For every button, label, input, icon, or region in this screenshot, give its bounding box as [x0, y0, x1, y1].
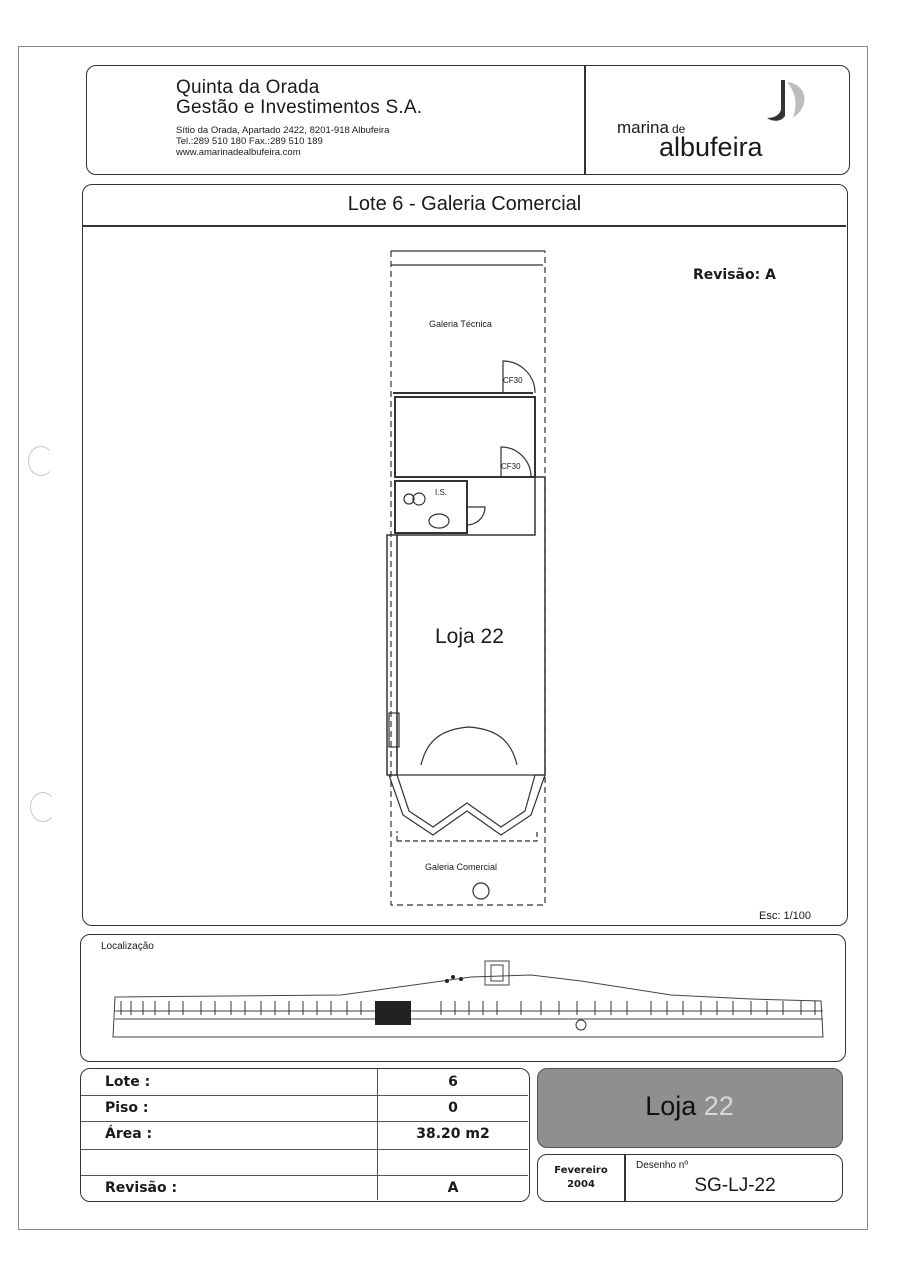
info-label-revisao: Revisão : [105, 1180, 178, 1196]
cf30-top-label: CF30 [503, 376, 523, 385]
loja-label: Loja 22 [435, 625, 504, 648]
plan-box: Lote 6 - Galeria Comercial Revisão: A Es… [82, 184, 848, 926]
company-name-line1: Quinta da Orada [176, 77, 320, 98]
header-box: Quinta da Orada Gestão e Investimentos S… [86, 65, 850, 175]
drawing-number-label: Desenho nº [636, 1160, 689, 1171]
company-name-line2: Gestão e Investimentos S.A. [176, 97, 423, 118]
info-label-piso: Piso : [105, 1100, 149, 1116]
info-table: Lote : 6 Piso : 0 Área : 38.20 m2 Revisã… [80, 1068, 530, 1202]
is-label: I.S. [435, 488, 447, 497]
galeria-tecnica-label: Galeria Técnica [429, 319, 492, 329]
date-month: Fevereiro [554, 1165, 608, 1176]
info-value-revisao: A [447, 1180, 459, 1196]
location-map [112, 960, 824, 1038]
info-table-row-line [81, 1149, 528, 1150]
scale-label: Esc: 1/100 [759, 910, 811, 922]
drawing-info-divider [624, 1155, 626, 1201]
plan-title-divider [83, 225, 846, 227]
store-panel: Loja 22 [537, 1068, 843, 1148]
info-table-row-line [81, 1175, 528, 1176]
store-panel-title: Loja 22 [645, 1091, 734, 1121]
page-border [18, 46, 868, 1230]
drawing-number-code: SG-LJ-22 [694, 1175, 776, 1196]
info-value-piso: 0 [448, 1100, 458, 1116]
floor-plan-drawing: Galeria Técnica CF30 CF30 I.S. Loja 22 G… [386, 250, 546, 906]
info-table-row-line [81, 1121, 528, 1122]
logo-word-albufeira: albufeira [659, 132, 763, 162]
company-address: Sítio da Orada, Apartado 2422, 8201-918 … [176, 125, 390, 136]
info-table-column-divider [377, 1069, 378, 1200]
info-value-area: 38.20 m2 [416, 1126, 490, 1142]
location-box: Localização [80, 934, 846, 1062]
info-value-lote: 6 [448, 1074, 458, 1090]
punch-hole-bottom [30, 792, 56, 822]
company-website: www.amarinadealbufeira.com [176, 147, 301, 158]
cf30-bottom-label: CF30 [501, 462, 521, 471]
date-year: 2004 [567, 1179, 595, 1190]
drawing-info-box: Fevereiro 2004 Desenho nº SG-LJ-22 [537, 1154, 843, 1202]
revision-label: Revisão: A [693, 267, 776, 283]
galeria-comercial-label: Galeria Comercial [425, 862, 497, 872]
plan-title: Lote 6 - Galeria Comercial [347, 193, 582, 215]
info-label-area: Área : [105, 1126, 153, 1142]
punch-hole-top [28, 446, 54, 476]
marina-logo-icon [767, 80, 805, 121]
info-table-row-line [81, 1095, 528, 1096]
header-divider [584, 66, 586, 174]
location-title: Localização [101, 941, 154, 952]
info-label-lote: Lote : [105, 1074, 151, 1090]
company-phone-fax: Tel.:289 510 180 Fax.:289 510 189 [176, 136, 323, 147]
